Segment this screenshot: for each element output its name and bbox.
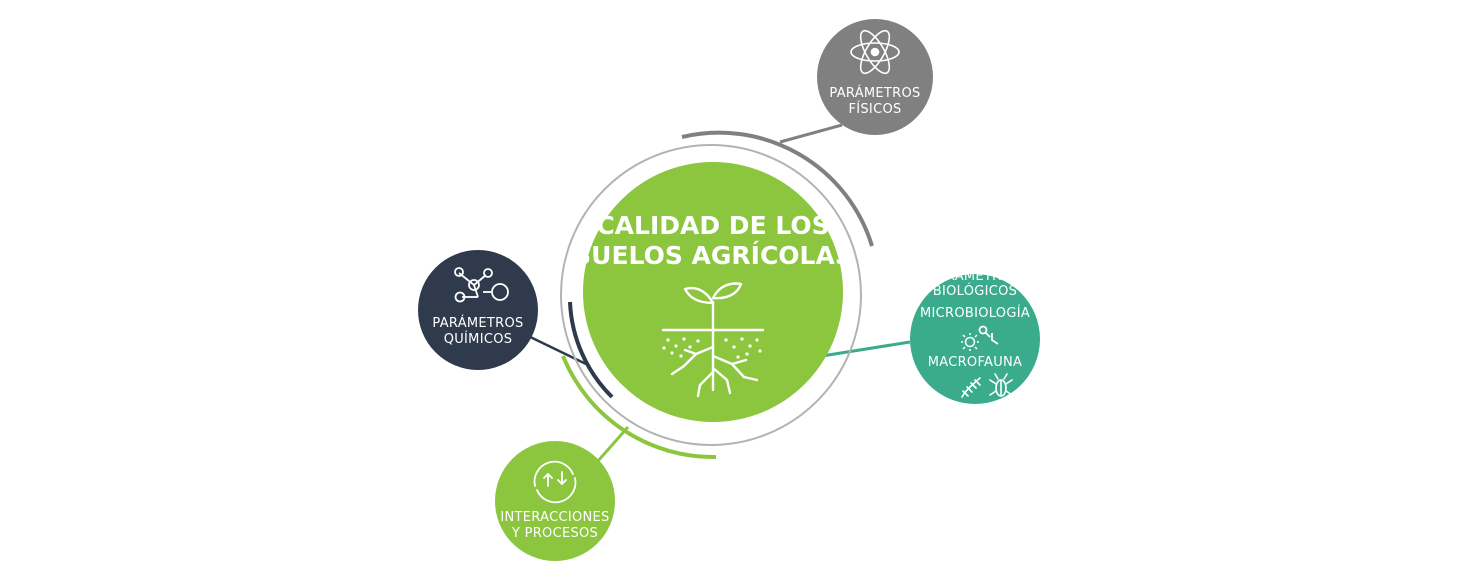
cycle-arrows-icon xyxy=(533,460,577,504)
center-title-line-2: SUELOS AGRÍCOLAS xyxy=(573,241,853,270)
node-quimicos-label-2: QUÍMICOS xyxy=(444,331,513,347)
bacteria-icon xyxy=(978,325,999,345)
node-fisicos-label-1: PARÁMETROS xyxy=(829,85,920,101)
node-quimicos-circle xyxy=(418,250,538,370)
center-circle xyxy=(583,162,843,422)
node-quimicos-label-1: PARÁMETROS xyxy=(432,315,523,331)
arc-fisicos xyxy=(681,130,874,247)
arc-quimicos xyxy=(568,301,614,399)
node-biologicos-sub-macrofauna: MACROFAUNA xyxy=(928,355,1023,370)
connector-fisicos xyxy=(779,123,843,144)
outer-ring xyxy=(560,144,862,446)
node-interacciones-label-2: Y PROCESOS xyxy=(511,526,598,541)
node-interacciones-label-1: INTERACCIONES xyxy=(500,510,609,525)
node-biologicos-circle xyxy=(910,274,1040,404)
connector-biologicos xyxy=(821,340,911,358)
centipede-icon xyxy=(961,377,981,398)
node-biologicos-sub-microbiologia: MICROBIOLOGÍA xyxy=(920,305,1030,321)
node-interacciones: INTERACCIONES Y PROCESOS xyxy=(495,441,615,561)
node-biologicos: PARÁMETROS BIOLÓGICOS MICROBIOLOGÍA MACR… xyxy=(910,268,1040,404)
molecule-icon xyxy=(454,267,509,303)
node-fisicos-label-2: FÍSICOS xyxy=(848,101,901,117)
connector-interacciones xyxy=(596,426,630,462)
beetle-icon xyxy=(989,373,1013,397)
node-biologicos-label-2: BIOLÓGICOS xyxy=(933,283,1017,299)
microbe-icon xyxy=(961,333,979,351)
center-title-line-1: CALIDAD DE LOS xyxy=(596,211,829,240)
plant-roots-icon xyxy=(661,282,765,398)
node-fisicos: PARÁMETROS FÍSICOS xyxy=(817,19,933,135)
soil-dots xyxy=(662,337,762,359)
node-fisicos-circle xyxy=(817,19,933,135)
arc-interacciones xyxy=(561,355,717,460)
node-biologicos-label-1: PARÁMETROS xyxy=(929,268,1020,284)
node-interacciones-circle xyxy=(495,441,615,561)
node-quimicos: PARÁMETROS QUÍMICOS xyxy=(418,250,538,370)
atom-icon xyxy=(850,29,900,75)
